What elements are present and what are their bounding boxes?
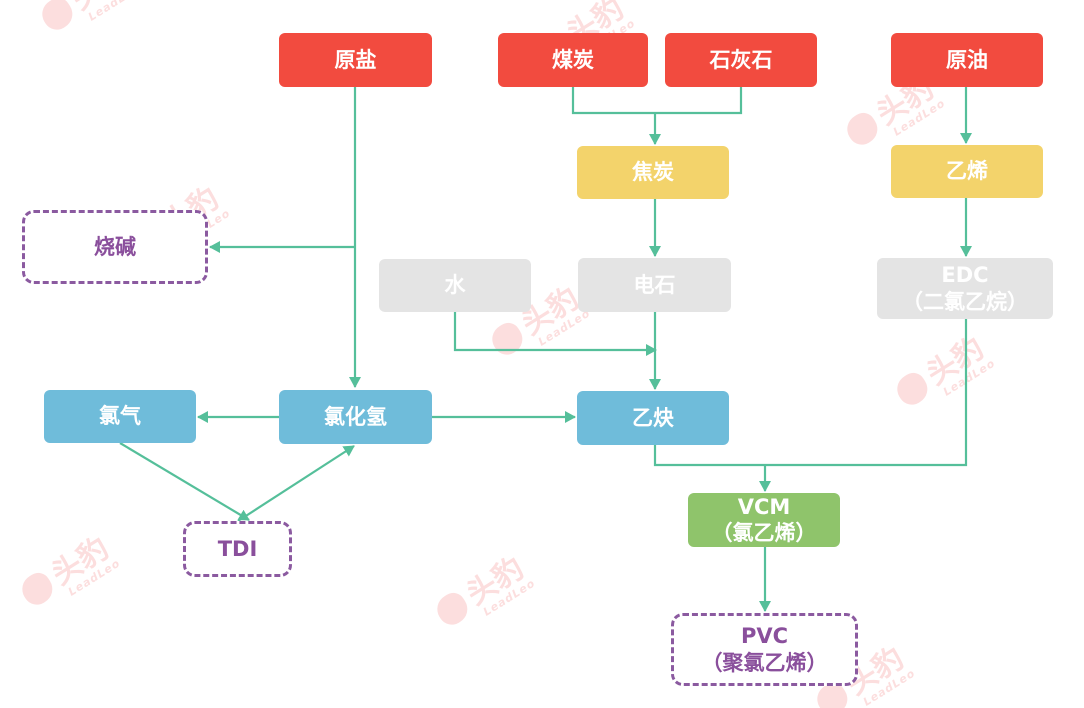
node-label: 焦炭 (632, 160, 674, 185)
node-coal: 煤炭 (498, 33, 648, 87)
node-label-line2: （聚氯乙烯） (701, 650, 828, 675)
node-label: 煤炭 (552, 47, 594, 72)
edge-tdi-to-hcl (237, 445, 355, 522)
edge-acetylene-edc-join (653, 319, 968, 467)
node-edc: EDC （二氯乙烷） (877, 258, 1053, 319)
node-raw-salt: 原盐 (279, 33, 432, 87)
edge-coal-limestone-join (571, 87, 743, 115)
node-pvc: PVC （聚氯乙烯） (671, 613, 858, 686)
node-label: 烧碱 (94, 234, 136, 259)
node-label: 原油 (946, 47, 988, 72)
node-label: 氯化氢 (324, 404, 387, 429)
node-label-line1: EDC (941, 263, 989, 288)
node-crude-oil: 原油 (891, 33, 1043, 87)
node-chlorine: 氯气 (44, 390, 196, 443)
node-label: 电石 (633, 272, 676, 297)
node-label: 乙烯 (946, 159, 988, 184)
node-label-line2: （氯乙烯） (711, 521, 817, 545)
edge-water-to-acetylene (453, 312, 657, 356)
node-hcl: 氯化氢 (279, 390, 432, 444)
node-label: 氯气 (99, 404, 141, 429)
node-label: 水 (444, 273, 466, 298)
node-label-line2: （二氯乙烷） (902, 289, 1028, 314)
node-label: 石灰石 (709, 47, 773, 72)
node-ethylene: 乙烯 (891, 145, 1043, 198)
node-coke: 焦炭 (577, 146, 729, 199)
node-label: TDI (217, 536, 258, 561)
edge-chlorine-to-tdi (119, 442, 250, 521)
node-label: 原盐 (334, 47, 377, 72)
node-calcium-carbide: 电石 (578, 258, 731, 312)
node-tdi: TDI (183, 521, 292, 577)
node-limestone: 石灰石 (665, 33, 817, 87)
node-caustic-soda: 烧碱 (22, 210, 208, 284)
node-water: 水 (379, 259, 531, 312)
node-label-line1: PVC (740, 624, 789, 649)
node-acetylene: 乙炔 (577, 391, 729, 445)
node-label: 乙炔 (632, 405, 674, 430)
node-label-line1: VCM (737, 494, 791, 519)
node-vcm: VCM （氯乙烯） (688, 493, 840, 547)
